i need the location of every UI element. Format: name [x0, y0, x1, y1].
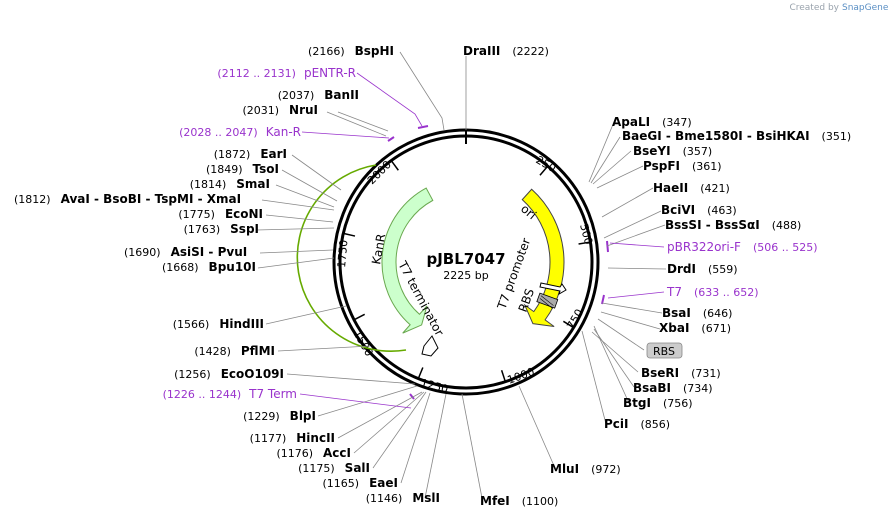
plasmid-name: pJBL7047 [426, 250, 505, 268]
primer-pbr322ori-f[interactable]: pBR322ori-F(506 .. 525) [667, 240, 818, 254]
tick-label-500: 500 [577, 222, 595, 246]
site-sspi[interactable]: (1763)SspI [184, 222, 259, 236]
plasmid-size: 2225 bp [443, 269, 488, 282]
site-apali[interactable]: ApaLI(347) [612, 115, 692, 129]
site-smai[interactable]: (1814)SmaI [190, 177, 270, 191]
tick-mark-750 [562, 320, 574, 329]
site-bcivi[interactable]: BciVI(463) [661, 203, 737, 217]
site-bsai[interactable]: BsaI(646) [662, 306, 732, 320]
rbs-feature-label: RBS [516, 287, 537, 314]
primer-t7-term[interactable]: (1226 .. 1244)T7 Term [163, 387, 297, 401]
rbs-badge[interactable]: RBS [646, 342, 683, 359]
site-drdi[interactable]: DrdI(559) [667, 262, 738, 276]
credit-snapgene: SnapGene [842, 3, 889, 13]
site-econi[interactable]: (1775)EcoNI [178, 207, 263, 221]
t7-term-mark [409, 393, 415, 400]
primer-pentr-r[interactable]: (2112 .. 2131)pENTR-R [217, 66, 356, 80]
tick-label-1250: 1250 [419, 376, 449, 396]
tick-label-1750: 1750 [335, 239, 350, 268]
site-pspfi[interactable]: PspFI(361) [643, 159, 722, 173]
site-mfei[interactable]: MfeI(1100) [480, 494, 558, 508]
pentr-r-mark [417, 125, 429, 129]
tick-mark-1250 [417, 367, 424, 379]
t7-terminator-shape[interactable] [421, 335, 439, 357]
tick-mark-1750 [343, 232, 356, 237]
site-acci[interactable]: (1176)AccI [276, 446, 351, 460]
site-hindiii[interactable]: (1566)HindIII [173, 317, 264, 331]
site-eaei[interactable]: (1165)EaeI [323, 476, 398, 490]
site-xbai[interactable]: XbaI(671) [659, 321, 731, 335]
site-banii[interactable]: (2037)BanII [278, 88, 359, 102]
site-blpi[interactable]: (1229)BlpI [243, 409, 316, 423]
site-draiii[interactable]: DraIII(2222) [463, 44, 549, 58]
site-pcii[interactable]: PciI(856) [604, 417, 670, 431]
site-haeii[interactable]: HaeII(421) [653, 181, 730, 195]
primer-t7[interactable]: T7(633 .. 652) [666, 285, 759, 299]
rbs-badge-label: RBS [653, 345, 675, 358]
site-btgi[interactable]: BtgI(756) [623, 396, 693, 410]
tick-mark-1000 [500, 370, 507, 382]
ori-feature-arrow[interactable] [521, 188, 565, 327]
kan-r-mark [387, 136, 395, 142]
site-msli[interactable]: (1146)MslI [366, 491, 440, 505]
site-bseyi[interactable]: BseYI(357) [633, 144, 712, 158]
site-eari[interactable]: (1872)EarI [214, 147, 287, 161]
site-bpu10i[interactable]: (1668)Bpu10I [162, 260, 256, 274]
site-avai[interactable]: (1812)AvaI - BsoBI - TspMI - XmaI [14, 192, 241, 206]
site-ecoo109i[interactable]: (1256)EcoO109I [174, 367, 284, 381]
site-bseri[interactable]: BseRI(731) [641, 366, 721, 380]
rbs-feature-box[interactable] [536, 292, 559, 309]
pbr322ori-f-mark [606, 240, 609, 253]
site-pflmi[interactable]: (1428)PflMI [194, 344, 275, 358]
kanr-feature-label: KanR [369, 233, 388, 266]
primer-connectors [299, 72, 665, 409]
credit-created-by: Created by [789, 3, 839, 13]
kanr-feature-arrow[interactable] [381, 187, 434, 334]
site-hincii[interactable]: (1177)HincII [250, 431, 335, 445]
primer-kan-r[interactable]: (2028 .. 2047)Kan-R [179, 125, 301, 139]
tick-group [343, 160, 591, 382]
site-bsssi[interactable]: BssSI - BssSαI(488) [665, 218, 801, 232]
site-sali[interactable]: (1175)SalI [298, 461, 370, 475]
site-bsphi[interactable]: (2166)BspHI [308, 44, 394, 58]
connector-lines [256, 51, 667, 499]
tick-mark-2000 [390, 160, 399, 171]
primer-marks [387, 125, 609, 400]
tick-mark-1500 [353, 313, 366, 321]
site-nrui[interactable]: (2031)NruI [242, 103, 318, 117]
site-bsabi[interactable]: BsaBI(734) [633, 381, 713, 395]
site-baegi[interactable]: BaeGI - Bme1580I - BsiHKAI(351) [622, 129, 851, 143]
site-asisi[interactable]: (1690)AsiSI - PvuI [124, 245, 247, 259]
t7-mark [601, 294, 605, 305]
site-tsoi[interactable]: (1849)TsoI [206, 162, 279, 176]
site-mlui[interactable]: MluI(972) [550, 462, 621, 476]
tick-mark-250 [539, 165, 549, 176]
tick-mark-500 [578, 241, 591, 245]
t7-promoter-arrow[interactable] [539, 282, 567, 296]
